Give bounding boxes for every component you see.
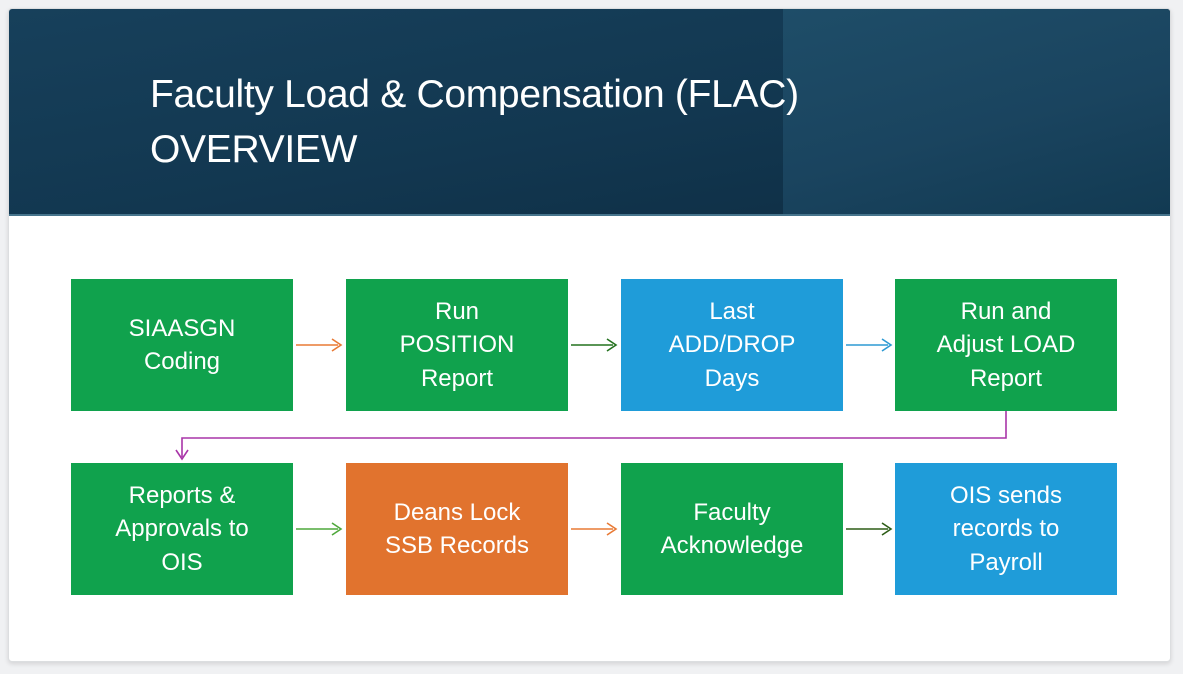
flow-step-last-add-drop-days: Last ADD/DROP Days — [621, 279, 843, 411]
slide-title: Faculty Load & Compensation (FLAC) OVERV… — [150, 67, 799, 177]
slide-header-banner: Faculty Load & Compensation (FLAC) OVERV… — [9, 9, 1170, 216]
arrow-position-to-adddrop — [571, 338, 618, 352]
flow-step-label: Reports & Approvals to OIS — [115, 482, 249, 576]
arrow-faculty-to-payroll — [846, 522, 893, 536]
flow-step-faculty-acknowledge: Faculty Acknowledge — [621, 463, 843, 595]
flow-step-reports-approvals-ois: Reports & Approvals to OIS — [71, 463, 293, 595]
arrow-siaasgn-to-position — [296, 338, 343, 352]
flow-step-siaasgn-coding: SIAASGN Coding — [71, 279, 293, 411]
flow-step-run-position-report: Run POSITION Report — [346, 279, 568, 411]
flow-step-label: Run and Adjust LOAD Report — [936, 298, 1076, 392]
arrow-load-to-reports-elbow — [175, 411, 1007, 461]
slide-title-line-2: OVERVIEW — [150, 128, 358, 171]
flow-step-ois-sends-payroll: OIS sends records to Payroll — [895, 463, 1117, 595]
arrow-adddrop-to-load — [846, 338, 893, 352]
arrow-reports-to-deans — [296, 522, 343, 536]
arrow-deans-to-faculty — [571, 522, 618, 536]
flow-step-deans-lock-ssb: Deans Lock SSB Records — [346, 463, 568, 595]
presentation-slide: Faculty Load & Compensation (FLAC) OVERV… — [8, 8, 1171, 662]
flow-step-label: Deans Lock SSB Records — [384, 498, 530, 559]
flow-step-label: Run POSITION Report — [399, 298, 515, 392]
flow-step-label: Last ADD/DROP Days — [668, 298, 796, 392]
flow-step-label: SIAASGN Coding — [128, 314, 236, 375]
flow-step-label: OIS sends records to Payroll — [949, 482, 1063, 576]
flow-step-label: Faculty Acknowledge — [660, 498, 804, 559]
header-accent-panel — [783, 9, 1170, 214]
flow-step-run-adjust-load: Run and Adjust LOAD Report — [895, 279, 1117, 411]
slide-title-line-1: Faculty Load & Compensation (FLAC) — [150, 73, 799, 116]
